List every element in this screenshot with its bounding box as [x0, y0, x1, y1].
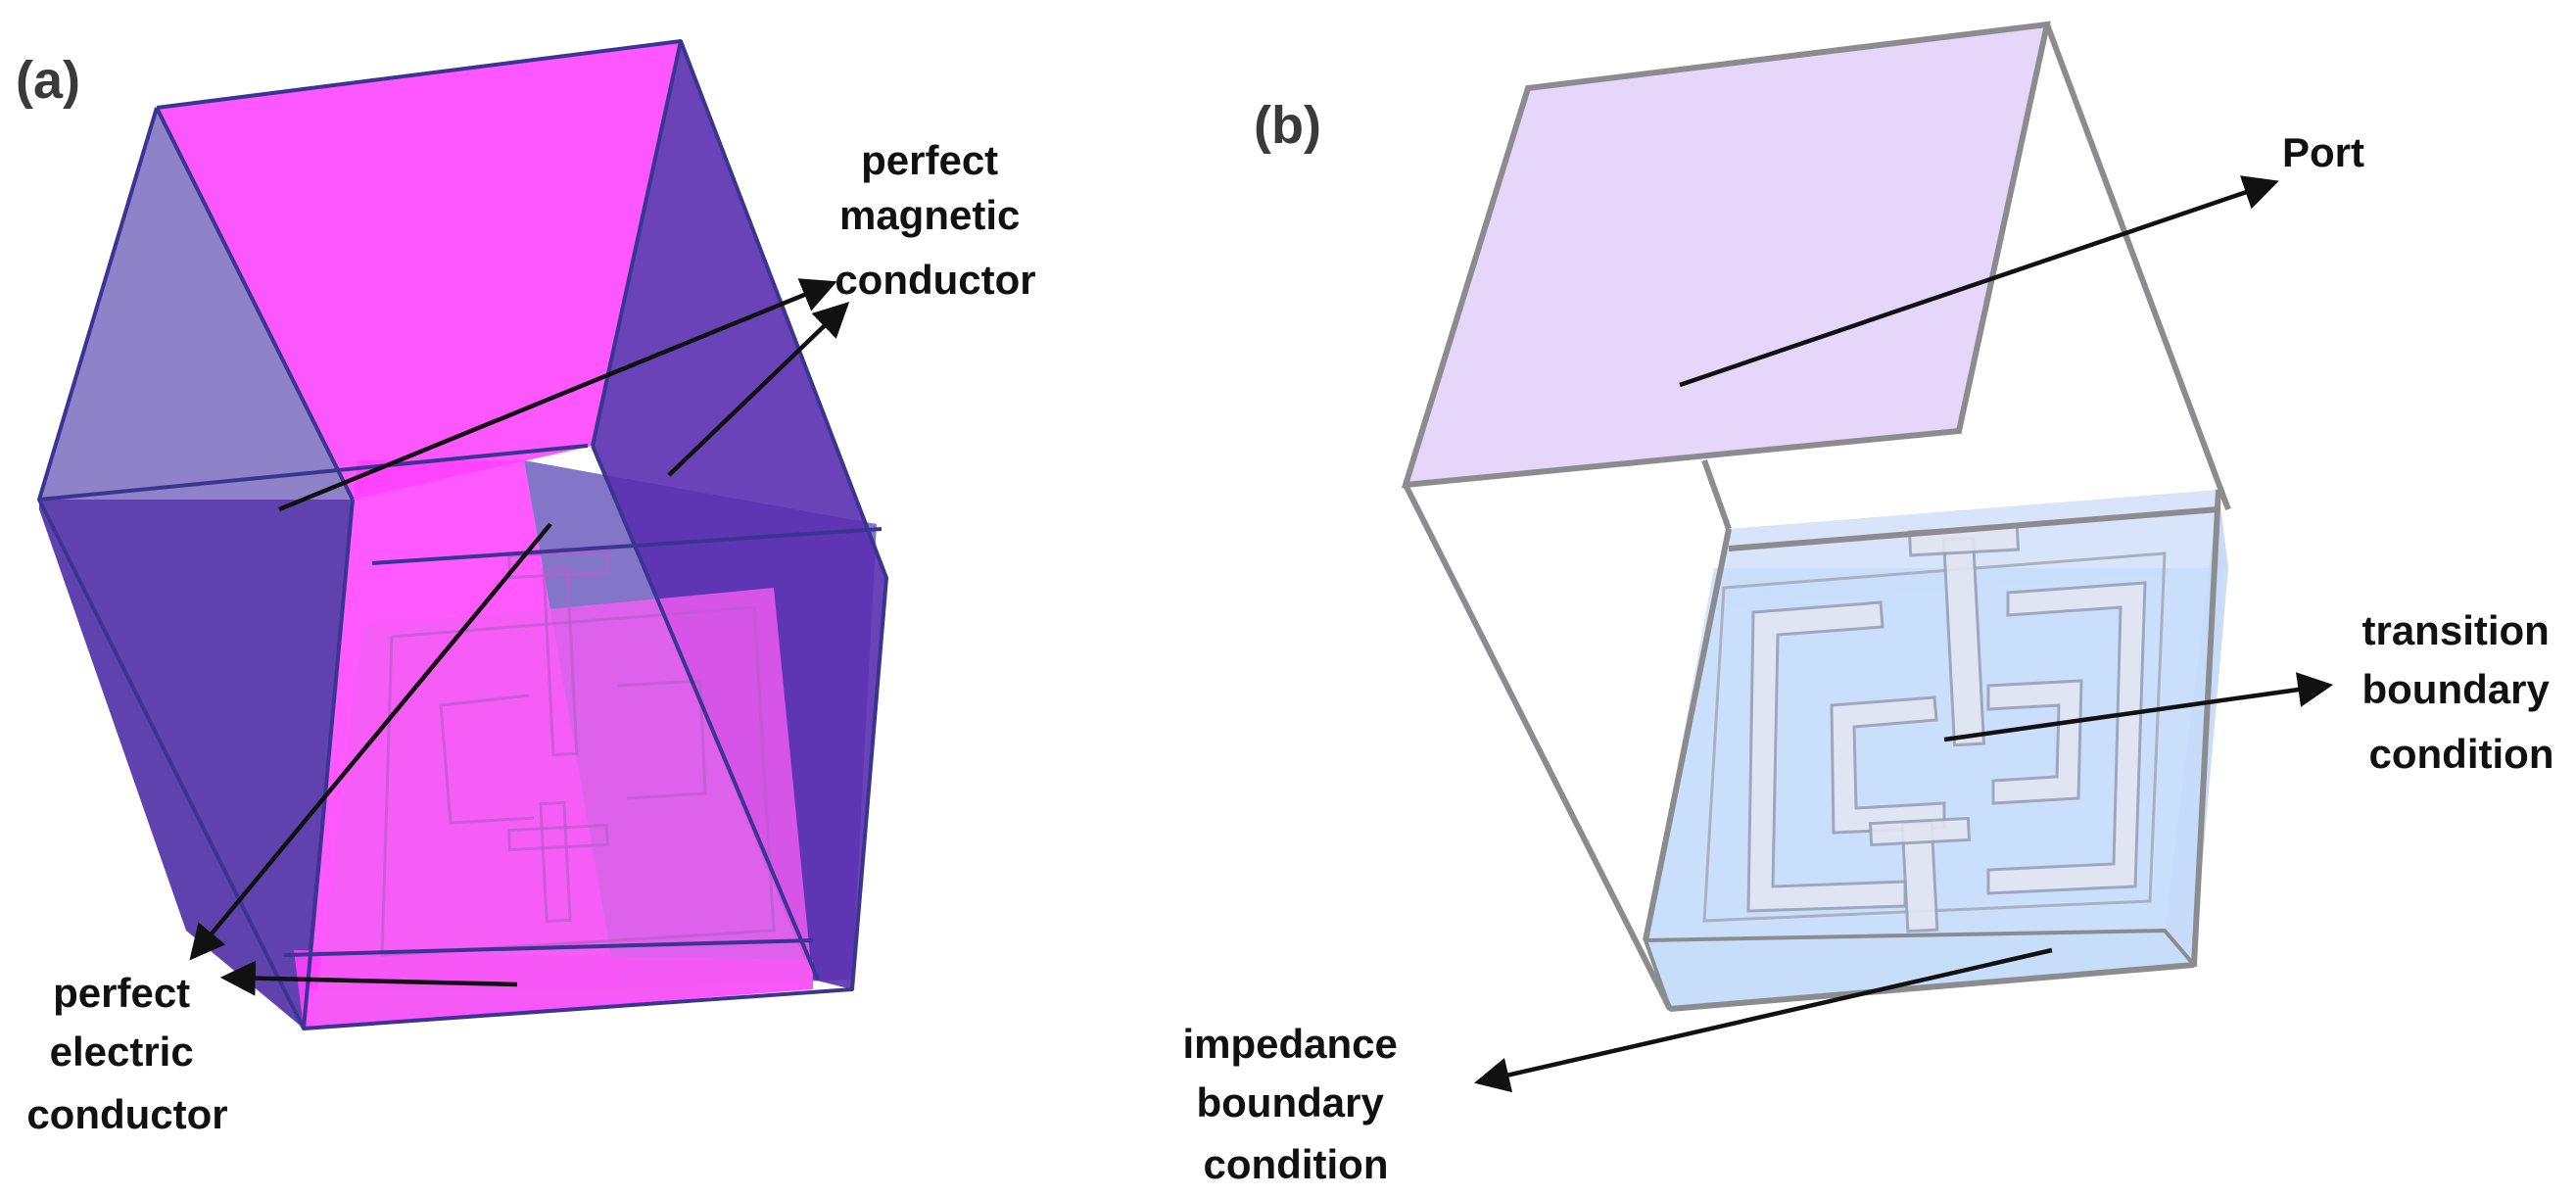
svg-text:impedance boundary: impedance boundary condition	[1182, 1021, 1408, 1187]
panel-b-edges	[1403, 23, 2231, 1012]
callout-pmc: perfect magnetic conductor	[278, 137, 1036, 512]
arrow-pmc-right-face	[667, 302, 850, 477]
panel-b-label: (b)	[1254, 96, 1321, 155]
callout-transition-line-1: transition	[2361, 607, 2549, 653]
callout-pmc-line-3: conductor	[835, 257, 1035, 303]
srr-pattern-b	[1702, 524, 2167, 934]
svg-text:perfect magnetic: perfect magnetic conductor	[835, 137, 1035, 303]
port-plane	[1401, 21, 2051, 489]
panel-b: (b)	[1182, 21, 2560, 1187]
callout-pec: perfect electric conductor	[26, 522, 552, 1137]
callout-transition-line-2: boundary	[2361, 666, 2550, 712]
pmc-face-right	[593, 41, 886, 989]
pec-face-top	[157, 41, 681, 500]
panel-a-unit-cell	[37, 39, 888, 1030]
callout-transition-line-3: condition	[2369, 731, 2554, 777]
callout-pmc-line-1: perfect	[861, 137, 998, 183]
arrow-port	[1679, 175, 2279, 388]
callout-pec-line-2: electric	[50, 1029, 194, 1075]
callout-pec-line-3: conductor	[26, 1091, 227, 1137]
arrow-transition	[1943, 672, 2334, 742]
callout-pmc-line-2: magnetic	[839, 192, 1020, 238]
pmc-face-front-left	[39, 500, 353, 1029]
arrow-impedance	[1473, 947, 2053, 1093]
arrow-pmc-left-face	[278, 278, 837, 512]
arrow-pec-top-face	[189, 522, 552, 961]
callout-pec-line-1: perfect	[53, 970, 190, 1016]
callout-impedance-line-1: impedance	[1182, 1021, 1397, 1067]
panel-a: (a)	[16, 39, 1036, 1137]
callout-impedance: impedance boundary condition	[1182, 947, 2053, 1187]
callout-port: Port	[1679, 129, 2364, 388]
svg-text:perfect electric: perfect electric conductor	[26, 970, 227, 1137]
callout-impedance-line-3: condition	[1204, 1141, 1389, 1187]
panel-b-unit-cell	[1401, 21, 2231, 1012]
pmc-face-left	[39, 108, 353, 500]
panel-a-label: (a)	[16, 51, 80, 110]
arrow-pec-bottom-face	[219, 960, 518, 996]
svg-text:Port: Port	[2282, 129, 2364, 175]
srr-pattern-a	[380, 549, 776, 957]
panel-a-edges	[37, 39, 888, 1030]
callout-impedance-line-2: boundary	[1196, 1079, 1384, 1125]
callout-transition: transition boundary condition	[1943, 607, 2560, 777]
callout-port-line-1: Port	[2282, 129, 2364, 175]
svg-text:transition boundary: transition boundary condition	[2361, 607, 2560, 777]
